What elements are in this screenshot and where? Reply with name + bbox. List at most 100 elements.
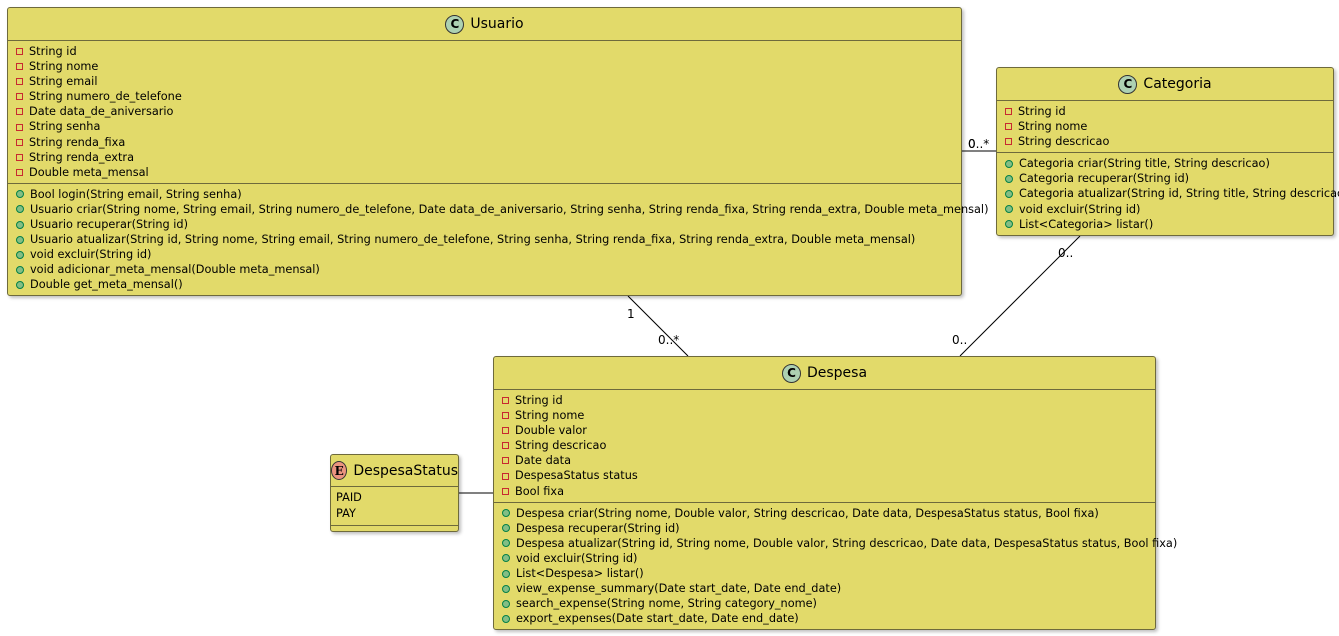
method-row: Despesa recuperar(String id)	[502, 521, 1155, 536]
attribute-row: Bool fixa	[502, 484, 1155, 499]
public-visibility-icon	[16, 250, 24, 259]
class-categoria-methods: Categoria criar(String title, String des…	[997, 153, 1339, 234]
private-visibility-icon	[16, 63, 23, 71]
private-visibility-icon	[502, 442, 509, 450]
private-visibility-icon	[502, 472, 509, 480]
private-visibility-icon	[16, 168, 23, 176]
public-visibility-icon	[16, 265, 24, 274]
public-visibility-icon	[16, 190, 24, 199]
method-row: Categoria criar(String title, String des…	[1005, 156, 1333, 171]
class-despesa-header: C Despesa	[494, 357, 1155, 390]
attribute-text: Double valor	[515, 424, 587, 438]
multiplicity-label: 1	[627, 307, 635, 321]
attribute-row: Date data	[502, 453, 1155, 468]
class-icon: C	[445, 14, 465, 34]
method-text: Double get_meta_mensal()	[30, 278, 183, 292]
enum-value: PAY	[336, 507, 356, 520]
class-despesa-name: Despesa	[806, 365, 868, 381]
public-visibility-icon	[502, 569, 510, 578]
attribute-text: String renda_fixa	[29, 135, 126, 149]
method-row: export_expenses(Date start_date, Date en…	[502, 611, 1155, 626]
class-categoria-name: Categoria	[1143, 76, 1212, 92]
public-visibility-icon	[502, 539, 510, 548]
enum-icon: E	[331, 461, 348, 480]
method-row: Double get_meta_mensal()	[16, 277, 961, 292]
method-row: void adicionar_meta_mensal(Double meta_m…	[16, 262, 961, 277]
private-visibility-icon	[502, 412, 509, 420]
public-visibility-icon	[502, 584, 510, 593]
method-text: void excluir(String id)	[30, 248, 152, 262]
private-visibility-icon	[16, 138, 23, 146]
method-row: Usuario criar(String nome, String email,…	[16, 202, 988, 217]
attribute-text: String renda_extra	[29, 150, 134, 164]
link-usuario-despesa	[627, 295, 689, 357]
public-visibility-icon	[1005, 190, 1013, 199]
method-row: Usuario atualizar(String id, String nome…	[16, 232, 961, 247]
public-visibility-icon	[1005, 174, 1013, 183]
attribute-text: DespesaStatus status	[515, 469, 638, 483]
attribute-text: String email	[29, 75, 98, 89]
method-text: Despesa recuperar(String id)	[516, 521, 680, 535]
multiplicity-label: 0..*	[658, 333, 680, 347]
method-row: view_expense_summary(Date start_date, Da…	[502, 581, 1155, 596]
private-visibility-icon	[16, 48, 23, 56]
attribute-text: Bool fixa	[515, 484, 565, 498]
method-row: void excluir(String id)	[1005, 202, 1333, 217]
enum-despesastatus[interactable]: E DespesaStatus PAID PAY	[330, 454, 459, 532]
method-row: search_expense(String nome, String categ…	[502, 596, 1155, 611]
private-visibility-icon	[16, 78, 23, 86]
attribute-text: String descricao	[515, 439, 607, 453]
enum-despesastatus-header: E DespesaStatus	[331, 455, 458, 487]
method-row: Usuario recuperar(String id)	[16, 217, 961, 232]
method-row: Categoria atualizar(String id, String ti…	[1005, 186, 1339, 201]
method-text: view_expense_summary(Date start_date, Da…	[516, 582, 842, 596]
method-row: Bool login(String email, String senha)	[16, 187, 961, 202]
method-text: void excluir(String id)	[516, 551, 638, 565]
attribute-row: Double meta_mensal	[16, 165, 961, 180]
private-visibility-icon	[16, 108, 23, 116]
attribute-row: Double valor	[502, 423, 1155, 438]
public-visibility-icon	[16, 280, 24, 289]
method-row: void excluir(String id)	[16, 247, 961, 262]
multiplicity-label: 0	[968, 137, 976, 151]
enum-despesastatus-values: PAID PAY	[331, 487, 458, 526]
attribute-row: String id	[1005, 104, 1333, 119]
public-visibility-icon	[502, 554, 510, 563]
class-despesa-methods: Despesa criar(String nome, Double valor,…	[494, 503, 1177, 630]
method-row: void excluir(String id)	[502, 551, 1155, 566]
method-text: List<Despesa> listar()	[516, 567, 644, 581]
class-categoria-header: C Categoria	[997, 68, 1333, 101]
private-visibility-icon	[502, 427, 509, 435]
attribute-row: String renda_fixa	[16, 135, 961, 150]
public-visibility-icon	[16, 235, 24, 244]
attribute-row: String descricao	[502, 438, 1155, 453]
public-visibility-icon	[502, 614, 510, 623]
class-icon: C	[1118, 74, 1138, 94]
multiplicity-label: 0..	[952, 333, 968, 347]
public-visibility-icon	[502, 509, 510, 518]
method-text: Categoria atualizar(String id, String ti…	[1019, 187, 1339, 201]
multiplicity-label: 0..*	[968, 137, 990, 151]
attribute-row: String id	[502, 393, 1155, 408]
class-usuario-header: C Usuario	[8, 8, 961, 41]
link-categoria-despesa	[959, 235, 1081, 357]
method-text: List<Categoria> listar()	[1019, 217, 1154, 231]
method-text: Bool login(String email, String senha)	[30, 187, 242, 201]
private-visibility-icon	[16, 153, 23, 161]
multiplicity-label: 0..	[1058, 246, 1074, 260]
method-row: Despesa atualizar(String id, String nome…	[502, 536, 1177, 551]
public-visibility-icon	[502, 524, 510, 533]
attribute-text: Date data_de_aniversario	[29, 105, 174, 119]
attribute-row: DespesaStatus status	[502, 468, 1155, 483]
method-text: Usuario recuperar(String id)	[30, 218, 189, 232]
attribute-row: String renda_extra	[16, 150, 961, 165]
method-text: Usuario atualizar(String id, String nome…	[30, 233, 916, 247]
method-text: void excluir(String id)	[1019, 202, 1141, 216]
attribute-text: String id	[1018, 105, 1066, 118]
attribute-text: String senha	[29, 120, 101, 134]
